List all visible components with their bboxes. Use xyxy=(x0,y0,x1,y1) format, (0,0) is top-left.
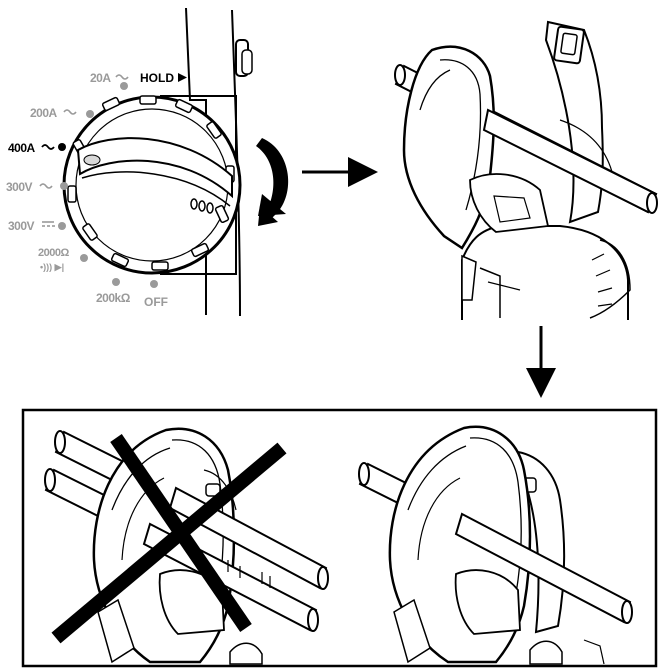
label-200k-ohm: 200kΩ xyxy=(96,291,131,305)
ac-wave-icon xyxy=(63,109,77,115)
dial-panel: 20A HOLD 200A 400A 300V 300V 2000Ω •))) … xyxy=(6,7,289,317)
label-hold: HOLD xyxy=(140,71,174,85)
clamp-single-conductor-panel xyxy=(394,20,658,320)
label-400a: 400A xyxy=(8,141,36,155)
hold-triangle-icon xyxy=(178,73,187,82)
knob-pointer xyxy=(83,154,101,166)
rotary-knob[interactable] xyxy=(62,95,242,275)
ac-wave-icon xyxy=(115,74,129,80)
dc-symbol-icon xyxy=(42,221,55,227)
x-mark-icon xyxy=(51,434,287,644)
ac-wave-icon xyxy=(39,183,53,189)
knob-grip-dots xyxy=(190,198,214,214)
label-2000-ohm: 2000Ω xyxy=(38,247,69,259)
label-200a: 200A xyxy=(30,106,58,120)
label-20a: 20A xyxy=(90,71,111,85)
rotate-arrow-icon xyxy=(256,138,289,226)
correct-single-conductor-panel xyxy=(358,425,633,665)
selected-detent-dot xyxy=(58,143,66,151)
label-300v-ac: 300V xyxy=(6,180,33,194)
dial-labels: 20A HOLD 200A 400A 300V 300V 2000Ω •))) … xyxy=(6,71,187,309)
label-300v-dc: 300V xyxy=(8,219,35,233)
label-continuity-diode: •))) ▶| xyxy=(40,262,64,272)
comparison-frame xyxy=(21,408,658,668)
label-off: OFF xyxy=(144,295,168,309)
detent-dots xyxy=(58,82,158,288)
ac-wave-icon xyxy=(41,144,55,150)
hold-button-cap xyxy=(241,49,253,75)
